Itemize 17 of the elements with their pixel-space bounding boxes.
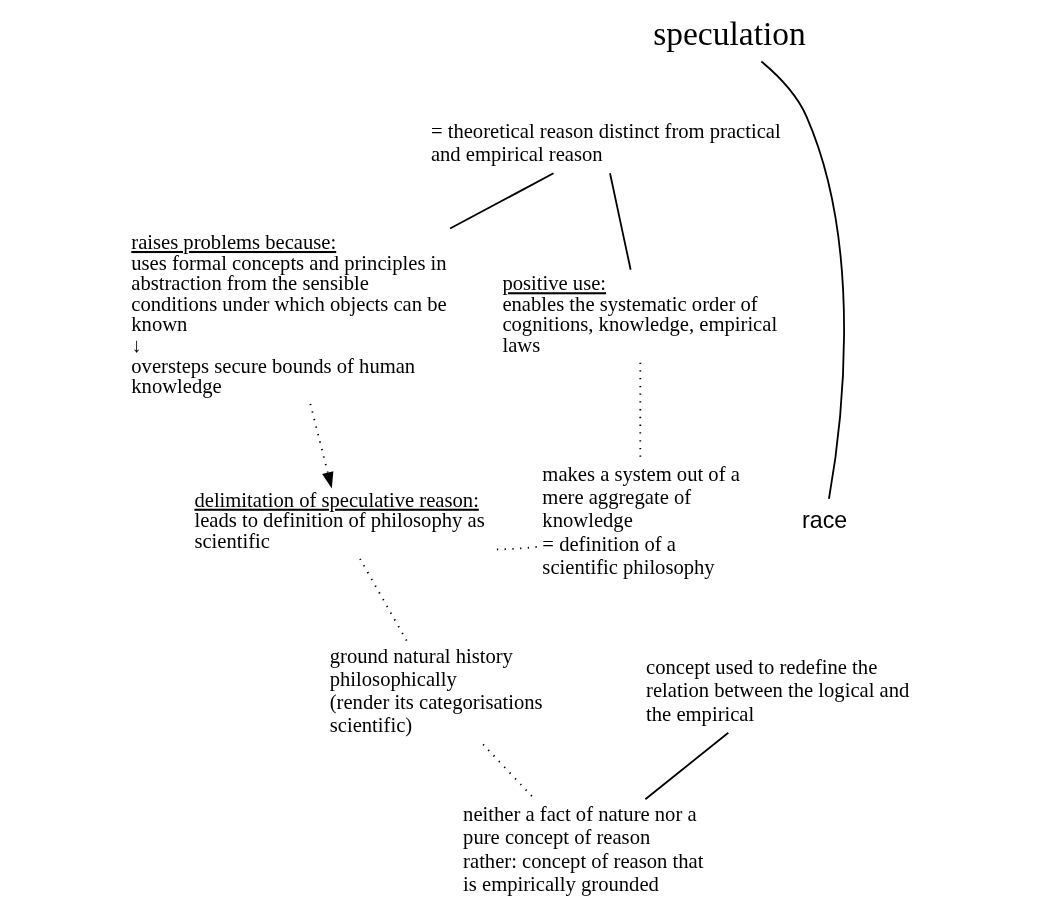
node-text: concept used to redefine the relation between the logical and the empirical <box>646 656 910 725</box>
connector <box>760 60 845 500</box>
connector <box>449 172 555 230</box>
node-text: race <box>802 507 848 534</box>
node-text: makes a system out of a mere aggregate of knowledge = definition of a scientific philosophy <box>542 462 740 578</box>
arrow <box>309 403 334 489</box>
node-text: = theoretical reason distinct from practical and empirical reason <box>430 120 781 166</box>
connector <box>644 731 730 801</box>
connector <box>359 557 408 642</box>
node-text: speculation <box>653 15 806 53</box>
node-text: positive use: enables the systematic order of cognitions, knowledge, empirical laws <box>502 272 778 357</box>
node-text: raises problems because: uses formal concepts and principles in abstraction from the sensible conditions under which objects can be known ↓ oversteps secure bounds of human knowledge <box>131 230 447 398</box>
node-text: neither a fact of nature nor a pure concept of reason rather: concept of reason that is empirically grounded <box>463 803 704 895</box>
node-text: ground natural history philosophically (render its categorisations scientific) <box>329 644 543 737</box>
connector <box>609 172 632 271</box>
connector <box>639 361 642 460</box>
node-text: delimitation of speculative reason: leads to definition of philosophy as scientific <box>194 488 485 552</box>
